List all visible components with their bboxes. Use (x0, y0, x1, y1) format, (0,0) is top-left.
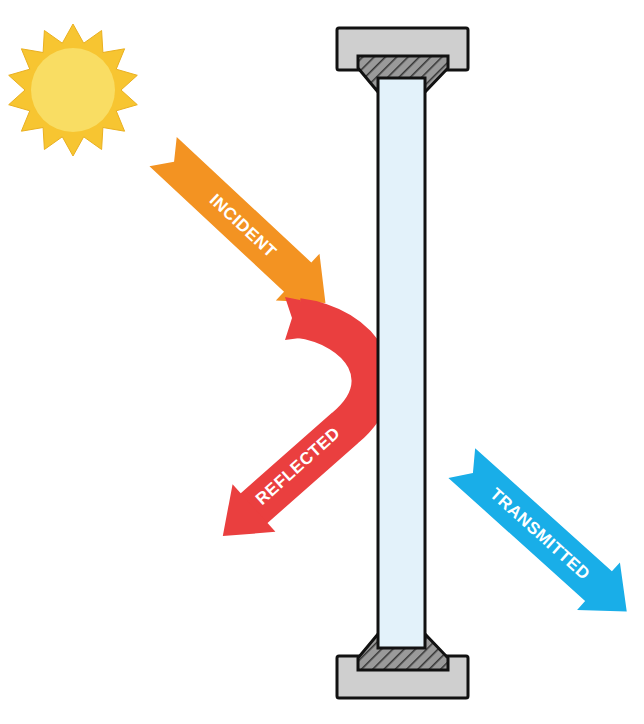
transmitted-arrow (440, 439, 644, 635)
sun (9, 24, 138, 156)
sun-disc (31, 48, 115, 132)
reflected-arrow (201, 297, 371, 560)
window (337, 28, 468, 698)
transmitted-label: TRANSMITTED (487, 485, 593, 583)
sun-rays (9, 24, 138, 156)
incident-arrow (141, 128, 347, 326)
